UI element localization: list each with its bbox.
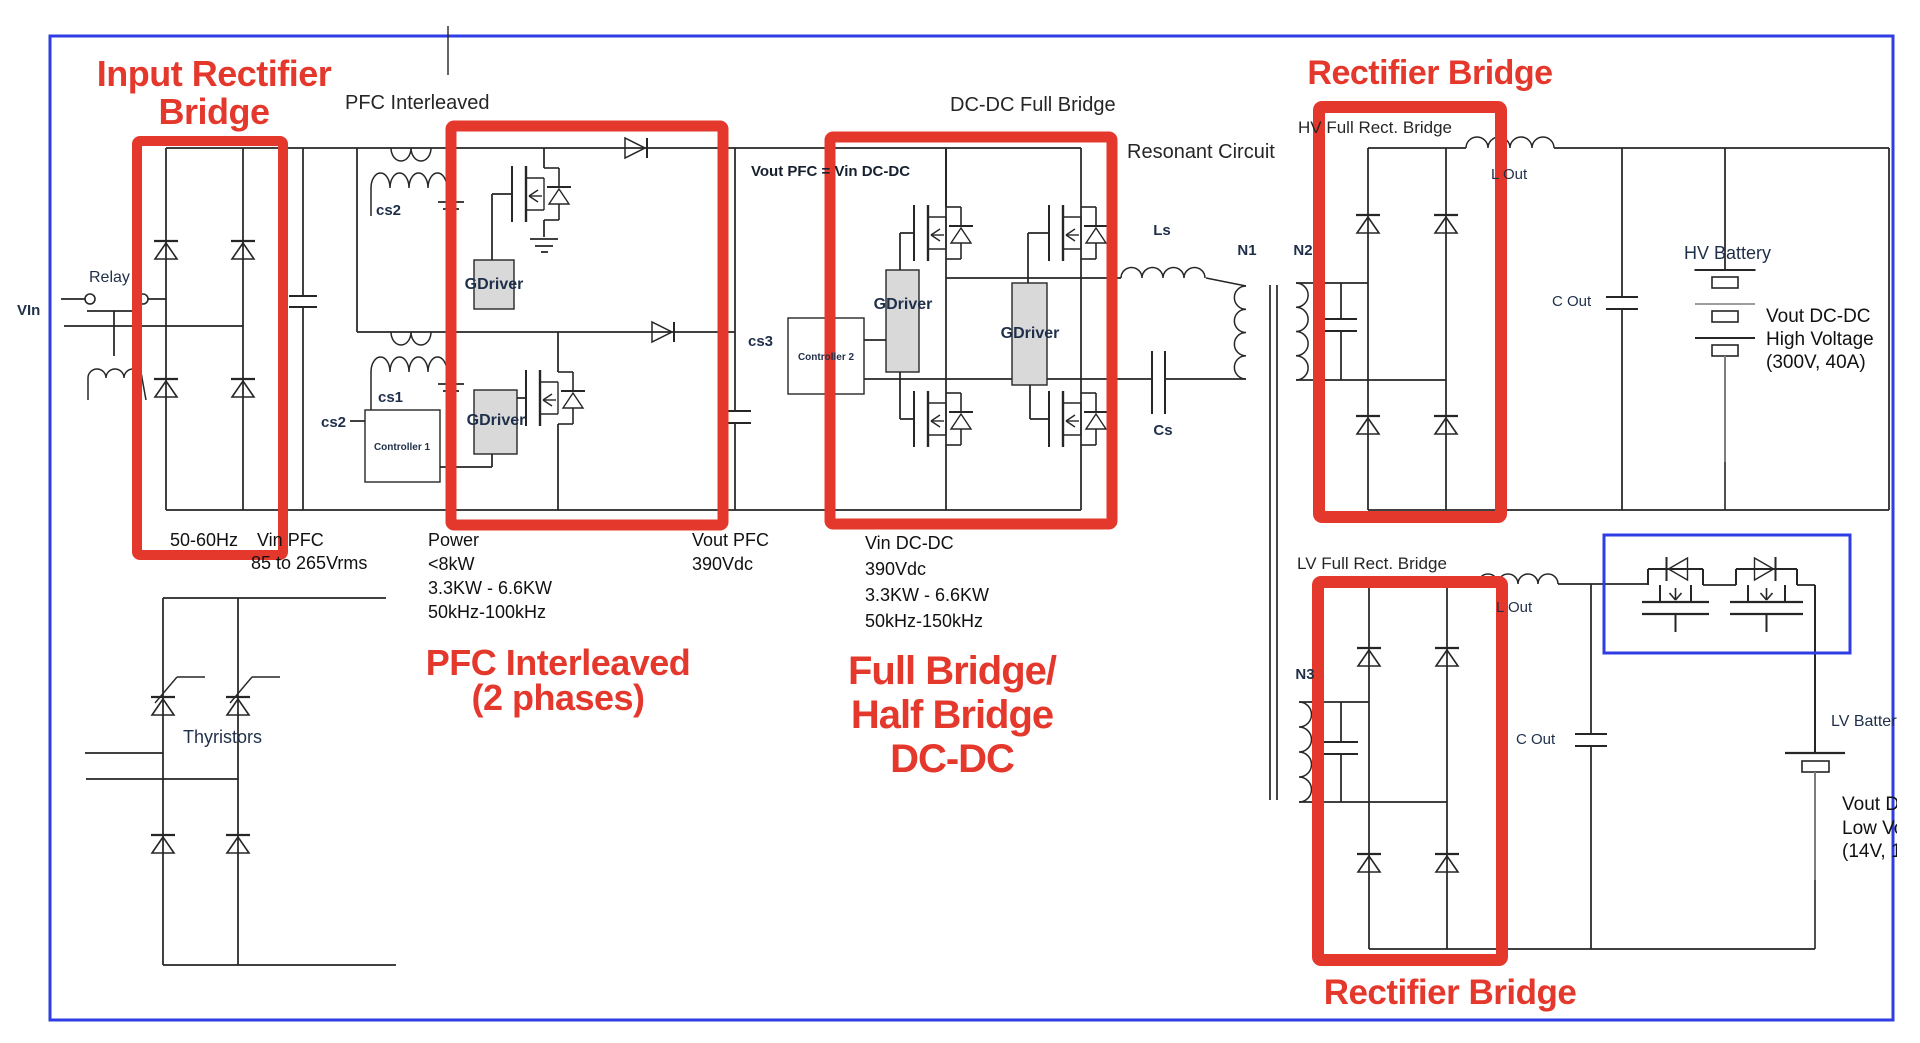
svg-text:Rectifier Bridge: Rectifier Bridge (1324, 973, 1577, 1012)
svg-text:cs2: cs2 (321, 414, 346, 431)
svg-text:GDriver: GDriver (874, 296, 933, 313)
svg-text:(300V, 40A): (300V, 40A) (1766, 352, 1866, 373)
svg-text:Bridge: Bridge (158, 91, 269, 132)
svg-text:390Vdc: 390Vdc (865, 559, 926, 579)
svg-text:Cs: Cs (1153, 422, 1172, 439)
svg-text:50-60Hz: 50-60Hz (170, 530, 238, 550)
svg-text:cs1: cs1 (378, 389, 403, 406)
svg-text:Controller 2: Controller 2 (798, 352, 855, 363)
svg-text:L Out: L Out (1496, 599, 1533, 616)
svg-text:GDriver: GDriver (465, 276, 524, 293)
svg-text:(2 phases): (2 phases) (471, 677, 644, 718)
svg-text:L Out: L Out (1491, 166, 1528, 183)
svg-text:HV Full Rect. Bridge: HV Full Rect. Bridge (1298, 118, 1452, 137)
svg-text:Power: Power (428, 530, 479, 550)
svg-text:GDriver: GDriver (467, 412, 526, 429)
svg-text:N1: N1 (1237, 242, 1256, 259)
svg-text:Resonant Circuit: Resonant Circuit (1127, 141, 1275, 163)
svg-text:85 to 265Vrms: 85 to 265Vrms (251, 553, 367, 573)
svg-text:Half Bridge: Half Bridge (851, 693, 1053, 737)
svg-text:50kHz-100kHz: 50kHz-100kHz (428, 602, 546, 622)
svg-text:LV Full Rect. Bridge: LV Full Rect. Bridge (1297, 554, 1447, 573)
svg-text:C Out: C Out (1552, 293, 1592, 310)
svg-text:GDriver: GDriver (1001, 325, 1060, 342)
svg-text:DC-DC Full Bridge: DC-DC Full Bridge (950, 94, 1116, 116)
svg-text:Relay: Relay (89, 269, 130, 286)
svg-text:(14V, 150A): (14V, 150A) (1842, 841, 1920, 862)
svg-text:Vout PFC = Vin DC-DC: Vout PFC = Vin DC-DC (751, 163, 910, 180)
svg-text:LV Battery: LV Battery (1831, 713, 1905, 730)
svg-text:Rectifier Bridge: Rectifier Bridge (1307, 54, 1552, 92)
svg-text:DC-DC: DC-DC (890, 737, 1014, 781)
svg-text:Full Bridge/: Full Bridge/ (848, 649, 1057, 693)
svg-text:cs2: cs2 (376, 202, 401, 219)
svg-text:Controller 1: Controller 1 (374, 442, 431, 453)
svg-text:50kHz-150kHz: 50kHz-150kHz (865, 611, 983, 631)
svg-text:PFC Interleaved: PFC Interleaved (426, 642, 691, 683)
svg-text:Input Rectifier: Input Rectifier (97, 53, 332, 94)
svg-text:cs3: cs3 (748, 333, 773, 350)
svg-text:VIn: VIn (17, 302, 40, 319)
svg-text:<8kW: <8kW (428, 554, 475, 574)
svg-text:C Out: C Out (1516, 731, 1556, 748)
svg-text:High Voltage: High Voltage (1766, 329, 1874, 350)
svg-text:N3: N3 (1295, 666, 1314, 683)
svg-text:Ls: Ls (1153, 222, 1171, 239)
svg-text:Vin PFC: Vin PFC (257, 530, 324, 550)
svg-text:3.3KW - 6.6KW: 3.3KW - 6.6KW (428, 578, 552, 598)
svg-text:3.3KW - 6.6KW: 3.3KW - 6.6KW (865, 585, 989, 605)
svg-text:Thyristors: Thyristors (183, 727, 262, 747)
svg-text:Vin DC-DC: Vin DC-DC (865, 533, 954, 553)
svg-text:Vout PFC: Vout PFC (692, 530, 769, 550)
svg-text:Low Voltage: Low Voltage (1842, 818, 1920, 839)
svg-text:N2: N2 (1293, 242, 1312, 259)
svg-text:PFC Interleaved: PFC Interleaved (345, 92, 490, 114)
svg-text:Vout DC-DC: Vout DC-DC (1842, 794, 1920, 815)
svg-text:HV Battery: HV Battery (1684, 243, 1771, 263)
svg-text:Vout DC-DC: Vout DC-DC (1766, 306, 1871, 327)
svg-text:390Vdc: 390Vdc (692, 554, 753, 574)
